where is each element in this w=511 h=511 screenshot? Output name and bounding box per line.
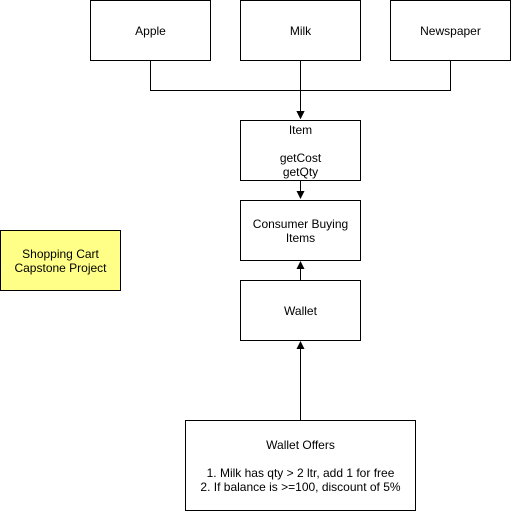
wallet-offers-title: Wallet Offers: [266, 437, 335, 452]
item-method-getcost: getCost: [279, 151, 322, 165]
apple-label: Apple: [135, 23, 166, 38]
project-note-line-2: Capstone Project: [14, 260, 107, 275]
wallet-box: Wallet: [240, 280, 361, 341]
wallet-offers-box: Wallet Offers 1. Milk has qty > 2 ltr, a…: [185, 420, 416, 511]
wallet-label: Wallet: [284, 303, 317, 318]
wallet-offer-item: 2. If balance is >=100, discount of 5%: [200, 479, 401, 494]
project-note-line-1: Shopping Cart: [22, 246, 99, 261]
item-spacer: [299, 137, 302, 151]
consumer-buying-items-box: Consumer Buying Items: [240, 200, 361, 261]
item-title: Item: [288, 123, 313, 137]
milk-box: Milk: [240, 0, 361, 61]
consumer-label-line-2: Items: [285, 230, 316, 245]
milk-label: Milk: [289, 23, 312, 38]
newspaper-box: Newspaper: [390, 0, 511, 61]
newspaper-label: Newspaper: [420, 23, 481, 38]
project-note: Shopping Cart Capstone Project: [0, 230, 121, 291]
wallet-offers-spacer: [299, 452, 302, 466]
edge-apple-to-item: [150, 60, 305, 119]
apple-box: Apple: [90, 0, 211, 61]
wallet-offer-item: 1. Milk has qty > 2 ltr, add 1 for free: [206, 465, 395, 480]
item-method-getqty: getQty: [282, 165, 319, 179]
item-box: Item getCost getQty: [240, 120, 361, 181]
edge-newspaper-to-item: [296, 60, 451, 119]
consumer-label-line-1: Consumer Buying: [252, 216, 349, 231]
